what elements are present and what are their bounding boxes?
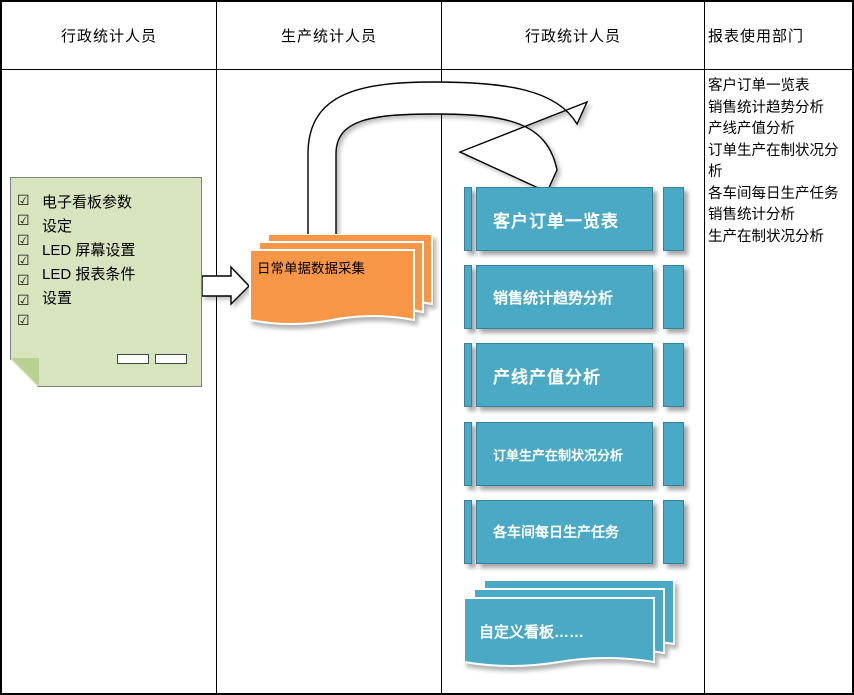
panel-sales-trend: 销售统计趋势分析: [464, 265, 684, 329]
note-decor-bar: [117, 354, 149, 364]
lane-header-production-stats: 生产统计人员: [217, 2, 441, 69]
panel-right-bar: [663, 343, 684, 407]
header-divider: [2, 69, 852, 70]
checkbox-icon: ☑: [17, 192, 30, 208]
lane-title: 生产统计人员: [280, 28, 377, 45]
panel-left-bar: [464, 187, 472, 251]
note-line: 设置: [42, 290, 73, 307]
panel-workshop-tasks: 各车间每日生产任务: [464, 500, 684, 564]
checkbox-icon: ☑: [17, 292, 30, 308]
panel-left-bar: [464, 500, 472, 564]
lane-divider-2: [441, 2, 442, 693]
checkbox-icon: ☑: [17, 252, 30, 268]
panel-label: 各车间每日生产任务: [476, 500, 653, 564]
panel-left-bar: [464, 343, 472, 407]
doc-sheet-front: [463, 597, 655, 667]
lane-divider-1: [216, 2, 217, 693]
lane-title: 报表使用部门: [708, 28, 805, 45]
panel-right-bar: [663, 265, 684, 329]
checkbox-icon: ☑: [17, 232, 30, 248]
daily-data-collection-docs: 日常单据数据采集: [249, 234, 433, 325]
report-list-item: 客户订单一览表: [708, 78, 810, 94]
note-line: 电子看板参数: [42, 194, 133, 211]
lane-divider-3: [704, 2, 705, 693]
lane-title: 行政统计人员: [524, 28, 621, 45]
checkbox-icon: ☑: [17, 272, 30, 288]
checkbox-column: ☑ ☑ ☑ ☑ ☑ ☑ ☑: [17, 190, 35, 330]
report-list-item: 订单生产在制状况分析: [708, 142, 839, 181]
right-block-arrow: [201, 265, 250, 306]
panel-customer-orders: 客户订单一览表: [464, 187, 684, 251]
lane-header-admin-stats-2: 行政统计人员: [442, 2, 704, 69]
report-list-item: 销售统计分析: [708, 207, 795, 223]
panel-label: 销售统计趋势分析: [476, 265, 653, 329]
report-list-item: 各车间每日生产任务: [708, 185, 839, 202]
report-list-item: 产线产值分析: [708, 121, 795, 137]
report-list-item: 销售统计趋势分析: [708, 99, 824, 116]
kanban-settings-note: ☑ ☑ ☑ ☑ ☑ ☑ ☑ 电子看板参数 设定 LED 屏幕设置 LED 报表条…: [10, 177, 202, 387]
panel-left-bar: [464, 265, 472, 329]
note-text: 电子看板参数 设定 LED 屏幕设置 LED 报表条件 设置: [42, 190, 135, 330]
custom-board-label: 自定义看板……: [479, 623, 584, 641]
note-line: 设定: [42, 218, 73, 235]
lane-header-admin-stats-1: 行政统计人员: [2, 2, 216, 69]
report-list-item: 生产在制状况分析: [708, 228, 824, 245]
lane-header-report-users: 报表使用部门: [705, 2, 852, 69]
panel-right-bar: [663, 187, 684, 251]
doc-label: 日常单据数据采集: [257, 261, 365, 276]
custom-kanban-docs: 自定义看板……: [463, 580, 675, 667]
panel-line-output: 产线产值分析: [464, 343, 684, 407]
note-fold-corner: [11, 358, 39, 386]
panel-left-bar: [464, 422, 472, 486]
panel-right-bar: [663, 422, 684, 486]
note-decor-bar: [155, 354, 187, 364]
report-usage-list: 客户订单一览表 销售统计趋势分析 产线产值分析 订单生产在制状况分析 各车间每日…: [708, 76, 840, 248]
panel-label: 订单生产在制状况分析: [476, 422, 653, 486]
checkbox-icon: ☑: [17, 212, 30, 228]
checkbox-icon: ☑: [17, 312, 30, 328]
doc-sheet-front: [249, 249, 415, 325]
note-line: LED 屏幕设置: [42, 242, 136, 259]
panel-order-wip: 订单生产在制状况分析: [464, 422, 684, 486]
panel-label: 客户订单一览表: [476, 187, 653, 251]
lane-title: 行政统计人员: [60, 28, 157, 45]
note-line: LED 报表条件: [42, 266, 136, 283]
panel-label: 产线产值分析: [476, 343, 653, 407]
panel-right-bar: [663, 500, 684, 564]
note-content: ☑ ☑ ☑ ☑ ☑ ☑ ☑ 电子看板参数 设定 LED 屏幕设置 LED 报表条…: [11, 178, 201, 330]
